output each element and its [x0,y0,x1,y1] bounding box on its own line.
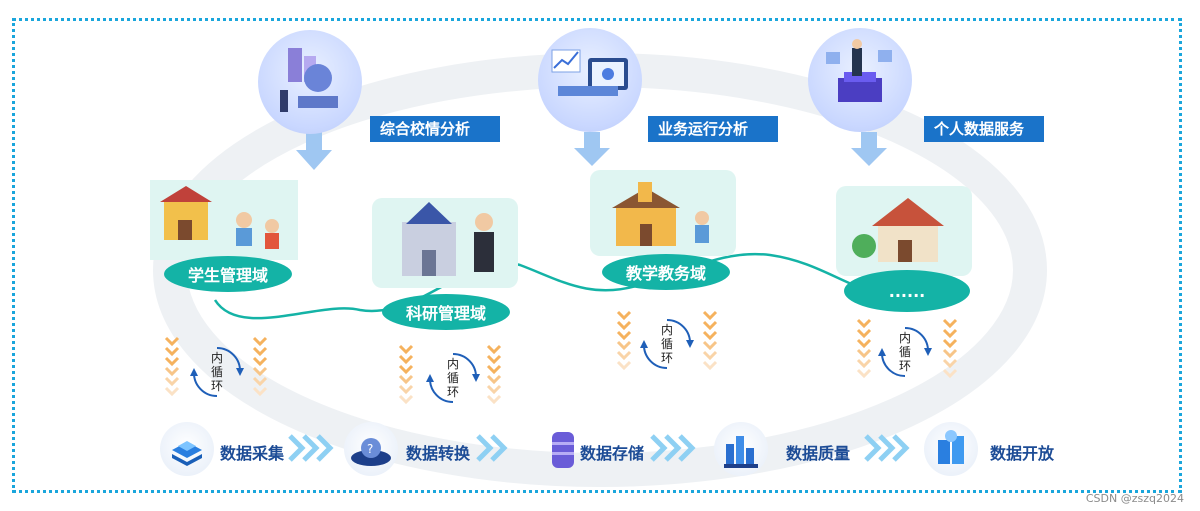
domain-more: ...... [844,270,970,312]
flow-chevrons-4 [864,434,910,462]
data-storage-icon [536,422,590,476]
down-arrow-1 [296,132,332,170]
chevron-strip-right-1 [252,336,268,396]
chevron-strip-left-4 [856,318,872,378]
cycle-label-4: 内循环 [898,331,911,373]
chevron-strip-right-2 [486,344,502,404]
tag-personal-service: 个人数据服务 [924,116,1044,142]
outer-frame [12,18,1182,493]
chevron-strip-right-3 [702,310,718,370]
student-domain-illustration [150,180,298,260]
chevron-strip-left-2 [398,344,414,404]
step-data-quality: 数据质量 [786,444,851,463]
domain-teaching: 教学教务域 [602,254,730,290]
svg-text:?: ? [367,442,373,456]
campus-analysis-illustration [258,30,362,134]
step-data-open: 数据开放 [990,444,1055,463]
step-data-transform: 数据转换 [406,444,471,463]
down-arrow-3 [851,132,887,166]
cycle-label-3: 内循环 [660,323,673,365]
down-arrow-2 [574,132,610,166]
flow-chevrons-2 [476,434,508,462]
teaching-domain-illustration [590,170,736,256]
chevron-strip-left-3 [616,310,632,370]
domain-student: 学生管理域 [164,256,292,292]
data-transform-icon: ? [344,422,398,476]
domain-research: 科研管理域 [382,294,510,330]
chevron-strip-left-1 [164,336,180,396]
data-quality-icon [714,422,768,476]
business-analysis-illustration [538,28,642,132]
tag-campus-analysis: 综合校情分析 [370,116,500,142]
watermark: CSDN @zszq2024 [1085,492,1184,505]
personal-service-illustration [808,28,912,132]
research-domain-illustration [372,198,518,288]
cycle-label-2: 内循环 [446,357,459,399]
tag-business-analysis: 业务运行分析 [648,116,778,142]
step-data-collect: 数据采集 [220,444,285,463]
teal-wave-line [213,252,881,320]
data-collect-icon [160,422,214,476]
other-domain-illustration [836,186,972,276]
step-data-storage: 数据存储 [580,444,645,463]
flow-chevrons-1 [288,434,334,462]
cycle-label-1: 内循环 [210,351,223,393]
data-open-icon [924,422,978,476]
chevron-strip-right-4 [942,318,958,378]
flow-chevrons-3 [650,434,696,462]
